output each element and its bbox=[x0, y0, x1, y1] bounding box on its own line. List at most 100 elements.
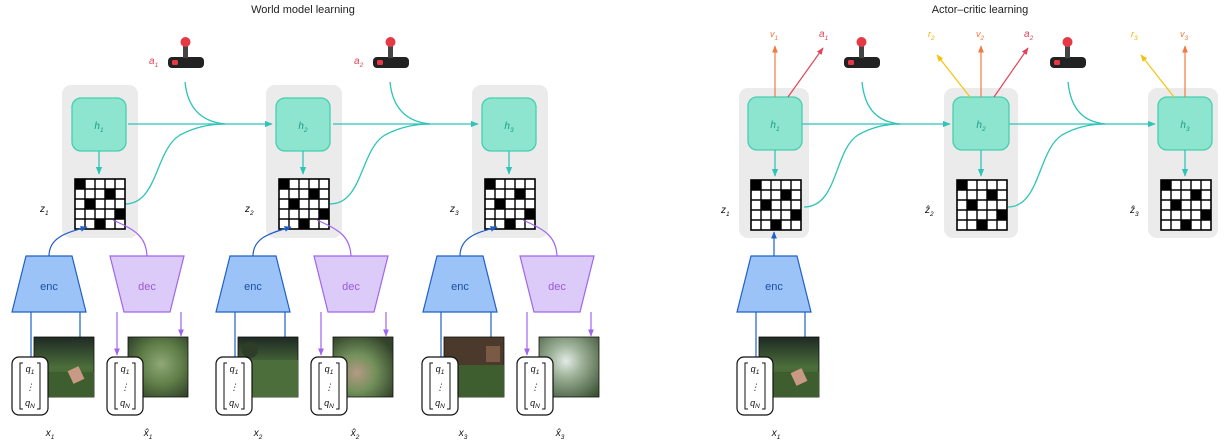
svg-text:qN: qN bbox=[750, 398, 760, 410]
svg-text:h1: h1 bbox=[770, 120, 780, 133]
svg-text:ẑ3: ẑ3 bbox=[1129, 205, 1139, 218]
h-label-3: h bbox=[504, 121, 510, 132]
zhat-label-2: ẑ bbox=[924, 205, 930, 216]
svg-text:v2: v2 bbox=[976, 29, 985, 42]
reward-label-2: r bbox=[928, 29, 932, 39]
svg-text:q1: q1 bbox=[436, 364, 445, 376]
svg-text:h2: h2 bbox=[298, 121, 308, 134]
xhat-label-2: x̂ bbox=[350, 427, 357, 439]
proprio-vector-card: q1 ⋮ qN bbox=[516, 356, 554, 416]
x-label-2: x bbox=[253, 428, 260, 439]
grid-latent-icon bbox=[750, 179, 802, 231]
joystick-icon bbox=[373, 37, 409, 68]
xhat-label-1: x̂ bbox=[143, 427, 150, 439]
zhat-label-3: ẑ bbox=[1129, 205, 1135, 216]
svg-text:dec: dec bbox=[342, 281, 360, 293]
x-label-1: x bbox=[45, 428, 52, 439]
svg-text:x̂2: x̂2 bbox=[350, 427, 360, 441]
svg-text:⋮: ⋮ bbox=[325, 382, 334, 392]
x-label-3: x bbox=[458, 428, 465, 439]
svg-text:qN: qN bbox=[25, 398, 35, 410]
proprio-vector-card: q1 ⋮ qN bbox=[736, 356, 774, 416]
svg-text:q1: q1 bbox=[325, 364, 334, 376]
svg-text:qN: qN bbox=[324, 398, 334, 410]
svg-text:z1: z1 bbox=[720, 205, 730, 218]
world-model-title: World model learning bbox=[251, 4, 355, 16]
svg-text:z2: z2 bbox=[244, 204, 254, 217]
action-label-1: a bbox=[149, 56, 155, 67]
xhat-label-3: x̂ bbox=[555, 427, 562, 439]
svg-text:enc: enc bbox=[765, 281, 783, 293]
encoder-1: enc bbox=[11, 255, 87, 313]
svg-text:h1: h1 bbox=[94, 121, 104, 134]
svg-text:qN: qN bbox=[530, 398, 540, 410]
action-label-2: a bbox=[354, 56, 360, 67]
svg-text:⋮: ⋮ bbox=[436, 382, 445, 392]
svg-text:⋮: ⋮ bbox=[230, 382, 239, 392]
h-label-1: h bbox=[770, 120, 776, 131]
svg-text:a2: a2 bbox=[1024, 29, 1034, 42]
svg-text:q1: q1 bbox=[121, 364, 130, 376]
svg-text:dec: dec bbox=[138, 281, 156, 293]
joystick-icon bbox=[844, 37, 880, 68]
svg-text:r2: r2 bbox=[928, 29, 935, 42]
world-model-section: h1 h2 h3 z1 z2 z3 a1 a2 enc enc bbox=[11, 37, 600, 441]
x-label-1: x bbox=[771, 428, 778, 439]
svg-text:q1: q1 bbox=[26, 364, 35, 376]
grid-latent-icon bbox=[956, 179, 1008, 231]
decoder-3: dec bbox=[519, 255, 595, 313]
joystick-icon bbox=[1050, 37, 1086, 68]
grid-latent-icon bbox=[1160, 179, 1212, 231]
svg-text:⋮: ⋮ bbox=[26, 382, 35, 392]
svg-text:q1: q1 bbox=[230, 364, 239, 376]
svg-text:qN: qN bbox=[435, 398, 445, 410]
svg-text:x1: x1 bbox=[771, 428, 781, 441]
svg-text:ẑ2: ẑ2 bbox=[924, 205, 934, 218]
actor-critic-title: Actor–critic learning bbox=[932, 4, 1029, 16]
value-label-1: v bbox=[770, 29, 775, 39]
svg-text:⋮: ⋮ bbox=[121, 382, 130, 392]
svg-text:enc: enc bbox=[40, 281, 58, 293]
value-label-3: v bbox=[1180, 29, 1185, 39]
encoder-3: enc bbox=[422, 255, 498, 313]
svg-text:h3: h3 bbox=[1180, 120, 1190, 133]
svg-text:x̂3: x̂3 bbox=[555, 427, 565, 441]
z-label-1: z bbox=[39, 204, 45, 215]
z-label-3: z bbox=[449, 204, 455, 215]
svg-text:enc: enc bbox=[244, 281, 262, 293]
z-label-2: z bbox=[244, 204, 250, 215]
action-label-1: a bbox=[819, 29, 825, 40]
svg-text:enc: enc bbox=[451, 281, 469, 293]
svg-text:r3: r3 bbox=[1131, 29, 1138, 42]
encoder-1: enc bbox=[736, 255, 812, 313]
svg-text:q1: q1 bbox=[751, 364, 760, 376]
actor-critic-section: h1 h2 h3 z1 ẑ2 ẑ3 v1 a1 r2 v2 bbox=[720, 29, 1218, 441]
svg-text:a1: a1 bbox=[149, 56, 159, 69]
proprio-vector-card: q1 ⋮ qN bbox=[11, 356, 49, 416]
action-label-2: a bbox=[1024, 29, 1030, 40]
svg-text:qN: qN bbox=[229, 398, 239, 410]
svg-text:v3: v3 bbox=[1180, 29, 1189, 42]
h-label-3: h bbox=[1180, 120, 1186, 131]
svg-text:z1: z1 bbox=[39, 204, 49, 217]
encoder-2: enc bbox=[215, 255, 291, 313]
decoder-1: dec bbox=[109, 255, 185, 313]
svg-text:dec: dec bbox=[548, 281, 566, 293]
svg-text:h3: h3 bbox=[504, 121, 514, 134]
svg-text:v1: v1 bbox=[770, 29, 779, 42]
svg-text:x̂1: x̂1 bbox=[143, 427, 153, 441]
value-label-2: v bbox=[976, 29, 981, 39]
reward-label-3: r bbox=[1131, 29, 1135, 39]
svg-text:h2: h2 bbox=[976, 120, 986, 133]
svg-text:⋮: ⋮ bbox=[751, 382, 760, 392]
svg-text:⋮: ⋮ bbox=[531, 382, 540, 392]
h-label-1: h bbox=[94, 121, 100, 132]
decoder-2: dec bbox=[313, 255, 389, 313]
proprio-vector-card: q1 ⋮ qN bbox=[215, 356, 253, 416]
h-label-2: h bbox=[976, 120, 982, 131]
proprio-vector-card: q1 ⋮ qN bbox=[310, 356, 348, 416]
proprio-vector-card: q1 ⋮ qN bbox=[421, 356, 459, 416]
z-label-1: z bbox=[720, 205, 726, 216]
svg-text:x2: x2 bbox=[253, 428, 263, 441]
